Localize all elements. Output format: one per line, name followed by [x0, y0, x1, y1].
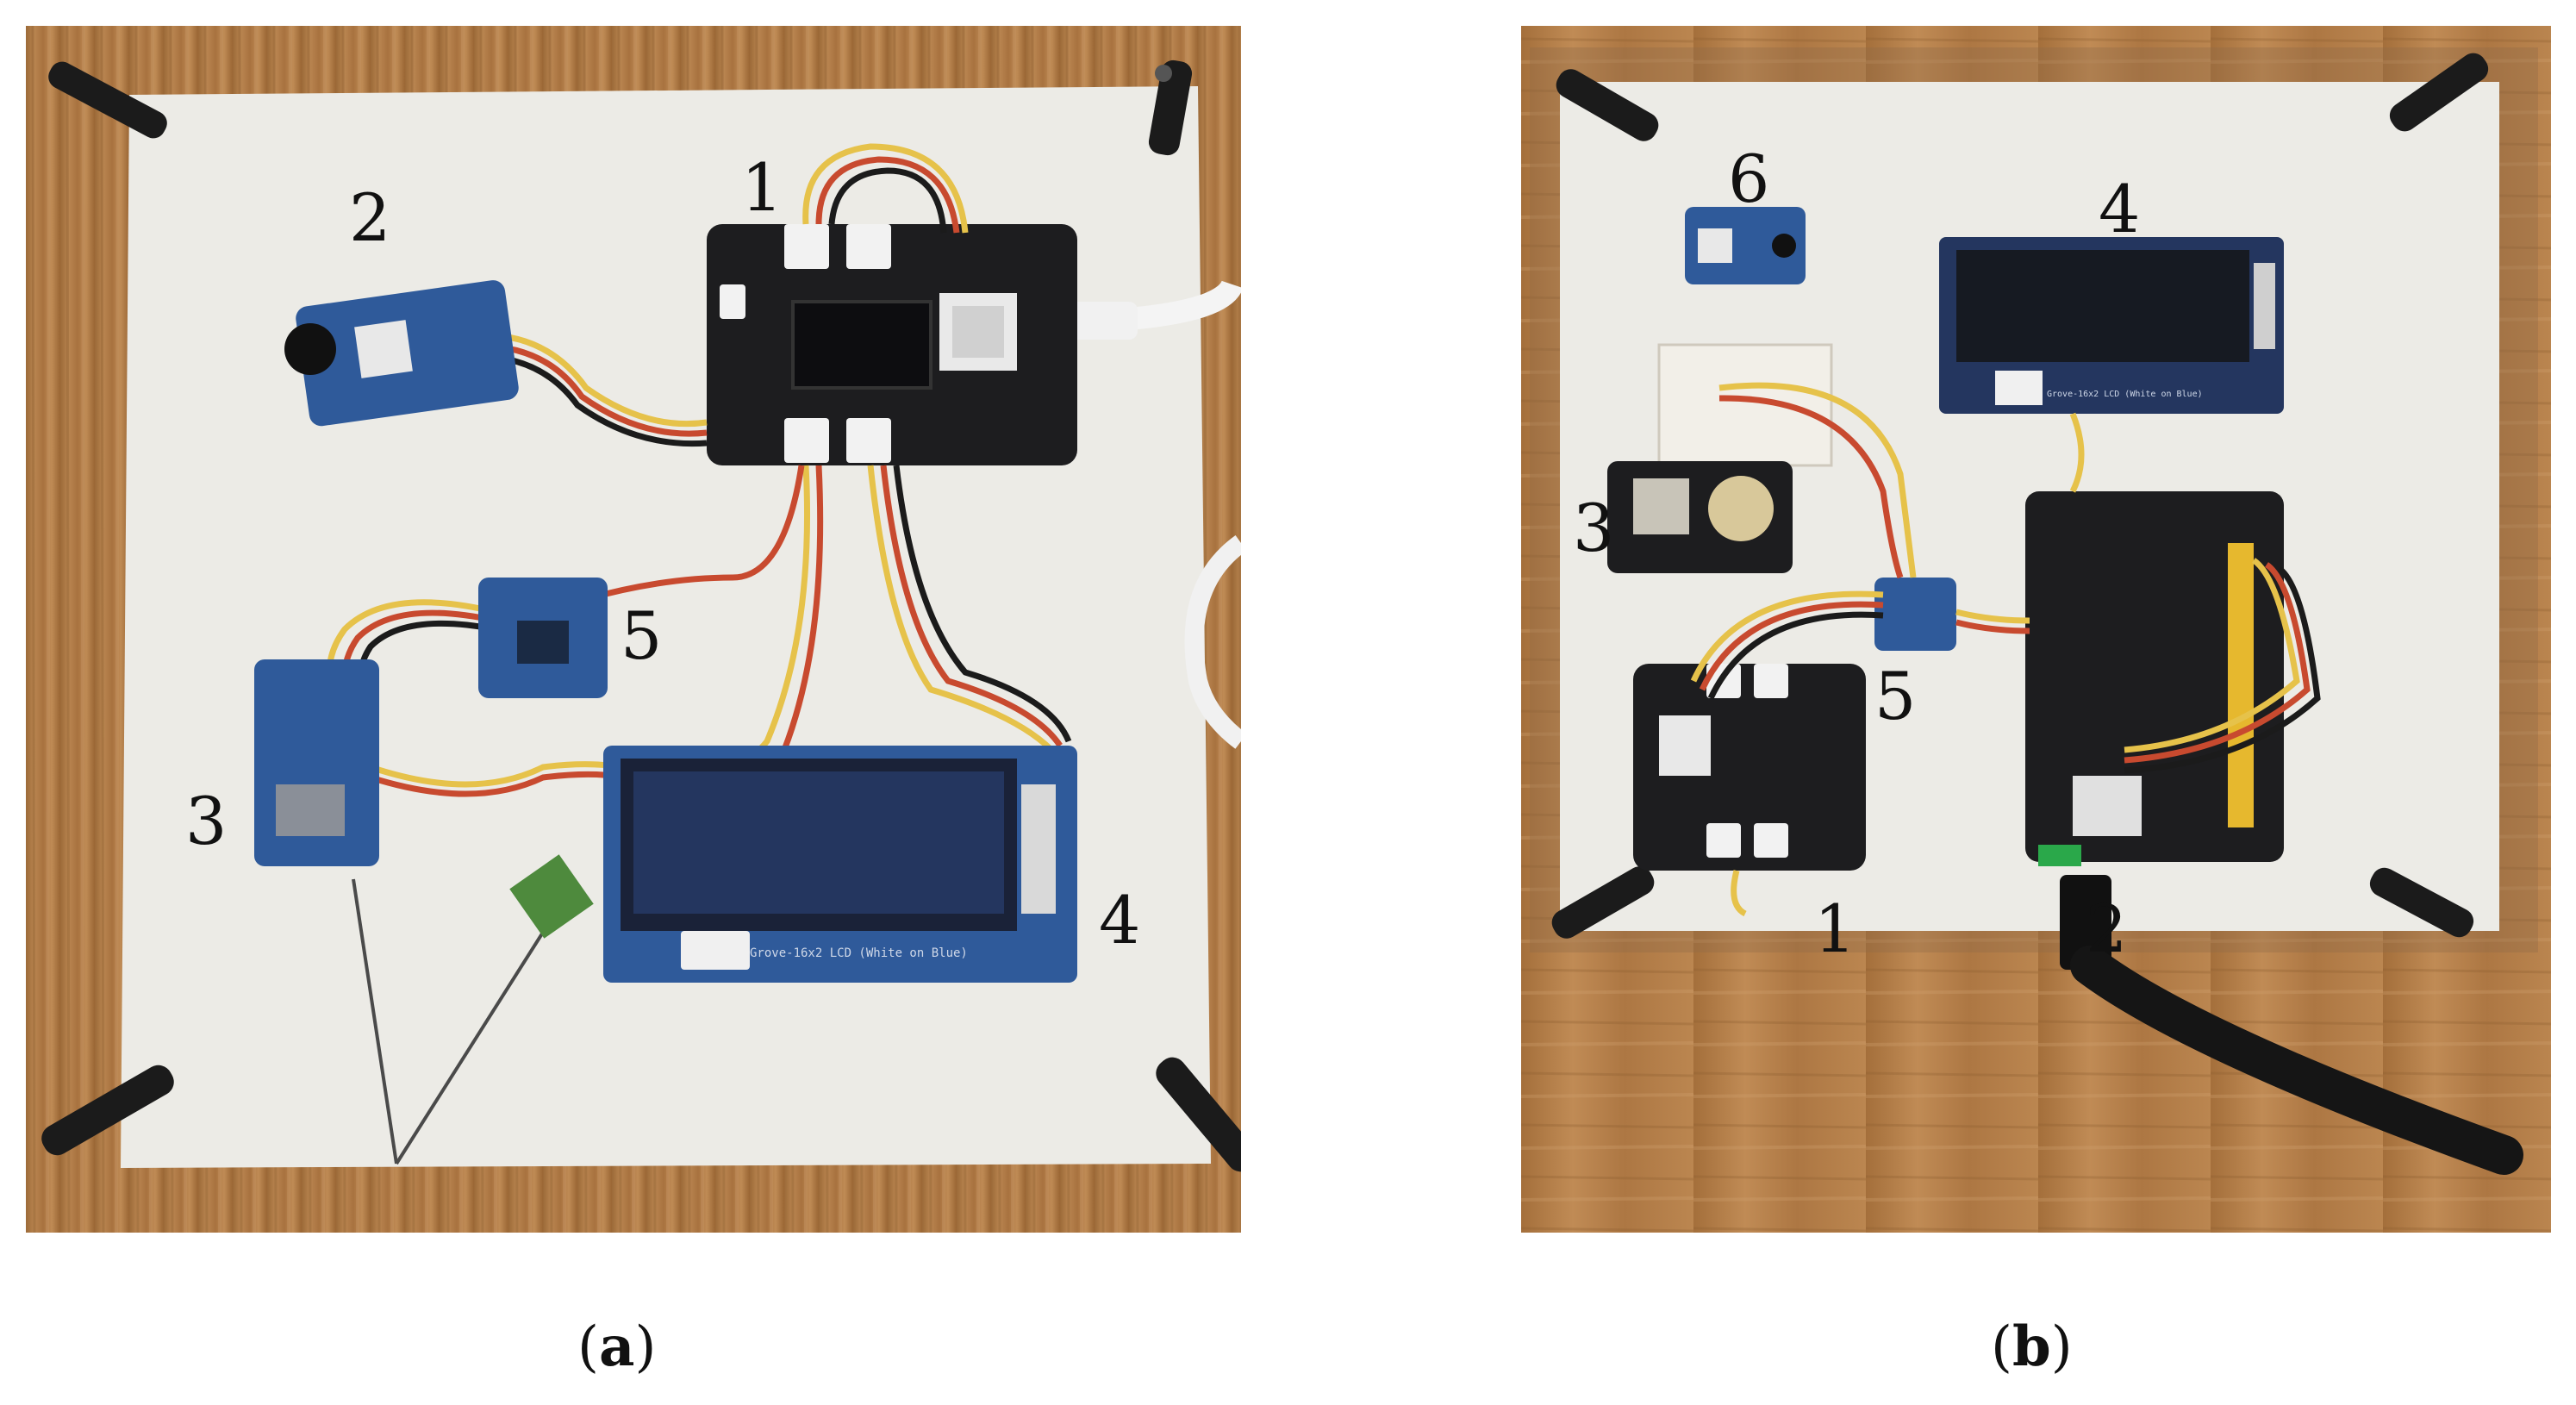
- antenna-b: [2070, 946, 2523, 1175]
- label-a-5: 5: [621, 597, 663, 674]
- label-a-2: 2: [349, 179, 391, 256]
- mini-breadboard: [1657, 343, 1833, 467]
- lcd-a-silkscreen: Grove-16x2 LCD (White on Blue): [750, 946, 968, 960]
- standoff-b-top-right: [2389, 53, 2489, 132]
- label-b-6: 6: [1728, 140, 1770, 217]
- label-a-3: 3: [185, 783, 228, 859]
- caption-a: (a): [577, 1314, 657, 1379]
- label-b-2: 2: [2086, 890, 2128, 967]
- photo-b-image: Grove-16x2 LCD (White on Blue): [1521, 26, 2551, 1233]
- label-b-3: 3: [1573, 490, 1615, 566]
- label-b-5: 5: [1874, 658, 1917, 734]
- module-2-main-board: [2025, 491, 2284, 862]
- caption-b: (b): [1991, 1314, 2073, 1379]
- standoff-bottom-right: [1156, 1057, 1241, 1172]
- photo-panel-b: Grove-16x2 LCD (White on Blue): [1521, 26, 2551, 1233]
- photo-panel-a: Grove-16x2 LCD (White on Blue) 1 2 3 4 5: [26, 26, 1241, 1233]
- lcd-b-silkscreen: Grove-16x2 LCD (White on Blue): [2047, 390, 2203, 399]
- label-b-4: 4: [2099, 171, 2141, 247]
- standoff-b-bottom-right: [2369, 867, 2474, 938]
- standoff-b-top-left: [1556, 69, 1659, 141]
- standoff-top-right: [1148, 59, 1193, 156]
- standoff-top-left: [48, 61, 167, 139]
- label-b-1: 1: [1814, 890, 1856, 967]
- standoff-b-bottom-left: [1551, 866, 1655, 939]
- standoff-bottom-left: [41, 1065, 174, 1156]
- antenna-patch: [509, 854, 594, 939]
- module-5-sensor-b: [1874, 578, 1956, 651]
- label-a-4: 4: [1099, 882, 1141, 959]
- module-6-sensor: [1685, 207, 1806, 284]
- label-a-1: 1: [741, 149, 783, 226]
- photo-a-image: Grove-16x2 LCD (White on Blue): [26, 26, 1241, 1233]
